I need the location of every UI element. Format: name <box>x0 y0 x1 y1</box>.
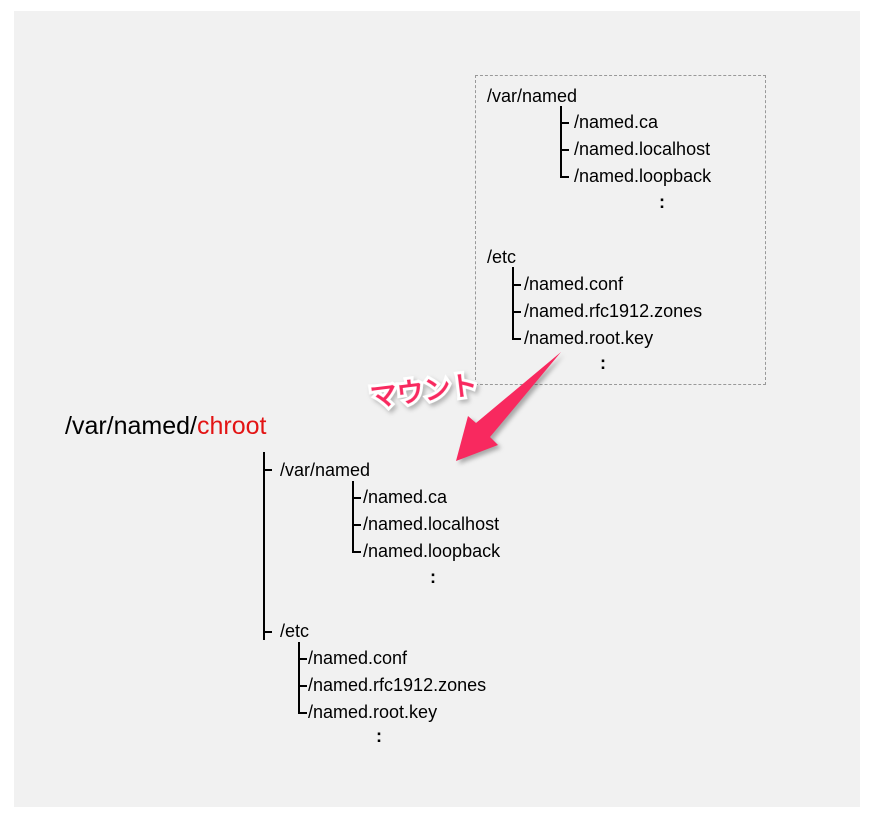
host-dir-var-named: /var/named <box>487 86 578 106</box>
tree-branch-tick <box>560 149 569 151</box>
chroot-path-prefix: /var/named/ <box>65 412 198 440</box>
ellipsis-more-files: : <box>659 192 665 212</box>
ellipsis-more-files: : <box>376 726 382 746</box>
tree-trunk-line <box>263 452 265 640</box>
tree-connector-line <box>352 481 354 553</box>
tree-branch-tick <box>263 631 272 633</box>
chroot-file-named-rfc1912-zones: /named.rfc1912.zones <box>308 675 487 695</box>
tree-connector-line <box>560 106 562 178</box>
tree-branch-tick <box>560 176 569 178</box>
chroot-file-named-localhost: /named.localhost <box>363 514 500 534</box>
host-file-named-rfc1912-zones: /named.rfc1912.zones <box>524 301 703 321</box>
tree-connector-line <box>512 267 514 340</box>
chroot-file-named-conf: /named.conf <box>308 648 408 668</box>
tree-branch-tick <box>352 524 361 526</box>
tree-branch-tick <box>263 469 272 471</box>
chroot-file-named-loopback: /named.loopback <box>363 541 501 561</box>
chroot-file-named-root-key: /named.root.key <box>308 702 438 722</box>
tree-branch-tick <box>352 551 361 553</box>
host-file-named-loopback: /named.loopback <box>574 166 712 186</box>
tree-branch-tick <box>512 338 521 340</box>
host-file-named-root-key: /named.root.key <box>524 328 654 348</box>
diagram-canvas <box>14 11 860 807</box>
tree-branch-tick <box>298 658 307 660</box>
tree-branch-tick <box>560 122 569 124</box>
chroot-dir-var-named: /var/named <box>280 460 371 480</box>
host-file-named-localhost: /named.localhost <box>574 139 711 159</box>
host-filesystem-box <box>475 75 766 385</box>
tree-connector-line <box>298 642 300 714</box>
chroot-path-title: /var/named/chroot <box>65 412 267 441</box>
tree-branch-tick <box>512 284 521 286</box>
chroot-file-named-ca: /named.ca <box>363 487 448 507</box>
chroot-path-highlight: chroot <box>197 412 267 440</box>
host-file-named-ca: /named.ca <box>574 112 659 132</box>
tree-branch-tick <box>512 311 521 313</box>
chroot-dir-etc: /etc <box>280 621 310 641</box>
host-dir-etc: /etc <box>487 247 517 267</box>
tree-branch-tick <box>352 497 361 499</box>
mount-arrow-icon <box>456 352 561 461</box>
tree-branch-tick <box>298 685 307 687</box>
ellipsis-more-files: : <box>430 567 436 587</box>
host-file-named-conf: /named.conf <box>524 274 624 294</box>
tree-branch-tick <box>298 712 307 714</box>
ellipsis-more-files: : <box>600 353 606 373</box>
